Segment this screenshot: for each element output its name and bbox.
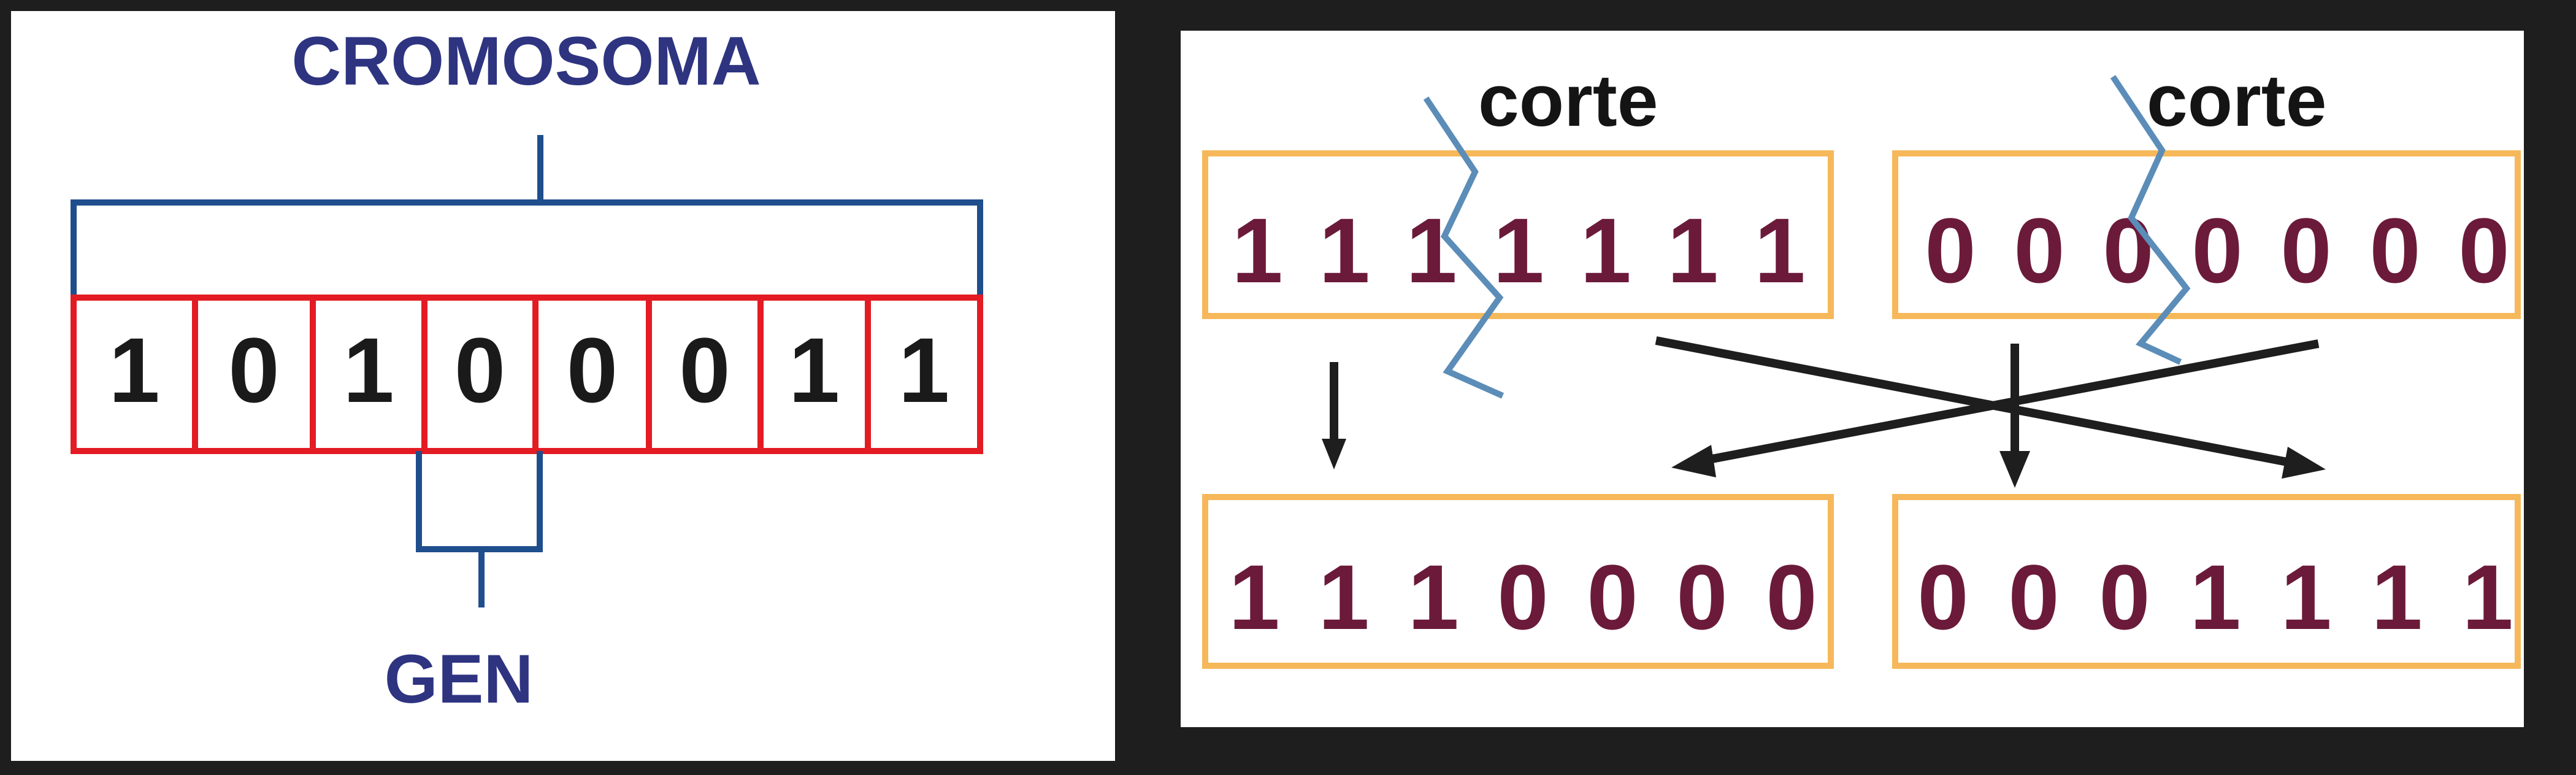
chromosome-label: CROMOSOMA	[291, 23, 761, 99]
parent-2-bit: 0	[2280, 199, 2331, 302]
chromosome-bit: 0	[679, 318, 730, 422]
child-2-bit: 0	[2099, 546, 2150, 649]
arrow-head-1	[1322, 439, 1346, 469]
gene-label: GEN	[385, 641, 534, 717]
chromosome-cell	[865, 295, 983, 454]
chromosome-bracket	[71, 135, 983, 298]
chromosome-cell	[71, 295, 198, 454]
child-2-bit: 0	[1917, 546, 1968, 649]
parent-2-bit: 0	[2191, 199, 2242, 302]
child-2-box	[1892, 494, 2521, 669]
parent-2-bit: 0	[2103, 199, 2153, 302]
chromosome-cell	[757, 295, 871, 454]
child-2-bit: 0	[2008, 546, 2059, 649]
arrow-head-2	[1999, 451, 2030, 488]
cut-line-1	[1423, 96, 1505, 399]
child-2-bit: 1	[2462, 546, 2513, 649]
parent-1-bit: 1	[1232, 199, 1282, 302]
child-1-bit: 0	[1587, 546, 1638, 649]
parent-2-bit: 0	[1925, 199, 1976, 302]
chromosome-cell	[192, 295, 316, 454]
cut-line-2	[2110, 75, 2191, 365]
parent-1-box	[1202, 150, 1834, 319]
parent-1-bit: 1	[1754, 199, 1805, 302]
child-1-bit: 0	[1497, 546, 1548, 649]
child-1-bit: 0	[1676, 546, 1727, 649]
chromosome-cell	[646, 295, 764, 454]
crossover-arrows	[1322, 336, 2326, 488]
chromosome-bit: 1	[899, 318, 949, 422]
child-1-bit: 1	[1408, 546, 1459, 649]
parent-1-bit: 1	[1406, 199, 1457, 302]
parent-2-bit: 0	[2014, 199, 2064, 302]
parent-1-bit: 1	[1493, 199, 1544, 302]
parent-1-bit: 1	[1319, 199, 1370, 302]
arrow-head-4	[1671, 445, 1716, 477]
cut-label-1: corte	[1478, 60, 1658, 142]
chromosome-bit: 0	[567, 318, 618, 422]
parent-2-box	[1892, 150, 2521, 319]
child-1-box	[1202, 494, 1834, 669]
gene-bracket	[416, 451, 543, 607]
arrow-cross-left	[1704, 339, 2320, 465]
chromosome-bit: 1	[789, 318, 840, 422]
child-1-bit: 0	[1766, 546, 1817, 649]
chromosome-bit: 1	[343, 318, 394, 422]
child-2-bit: 1	[2280, 546, 2331, 649]
child-2-bit: 1	[2190, 546, 2241, 649]
chromosome-bit: 1	[109, 318, 159, 422]
parent-2-bit: 0	[2369, 199, 2420, 302]
parent-1-bit: 1	[1580, 199, 1631, 302]
child-1-bit: 1	[1229, 546, 1279, 649]
parent-1-bit: 1	[1667, 199, 1718, 302]
child-1-bit: 1	[1318, 546, 1369, 649]
chromosome-bit: 0	[228, 318, 279, 422]
arrow-cross-right	[1655, 336, 2295, 468]
chromosome-bit: 0	[454, 318, 505, 422]
arrow-head-3	[2282, 447, 2326, 479]
parent-2-bit: 0	[2458, 199, 2509, 302]
cut-label-2: corte	[2147, 60, 2326, 142]
child-2-bit: 1	[2371, 546, 2422, 649]
